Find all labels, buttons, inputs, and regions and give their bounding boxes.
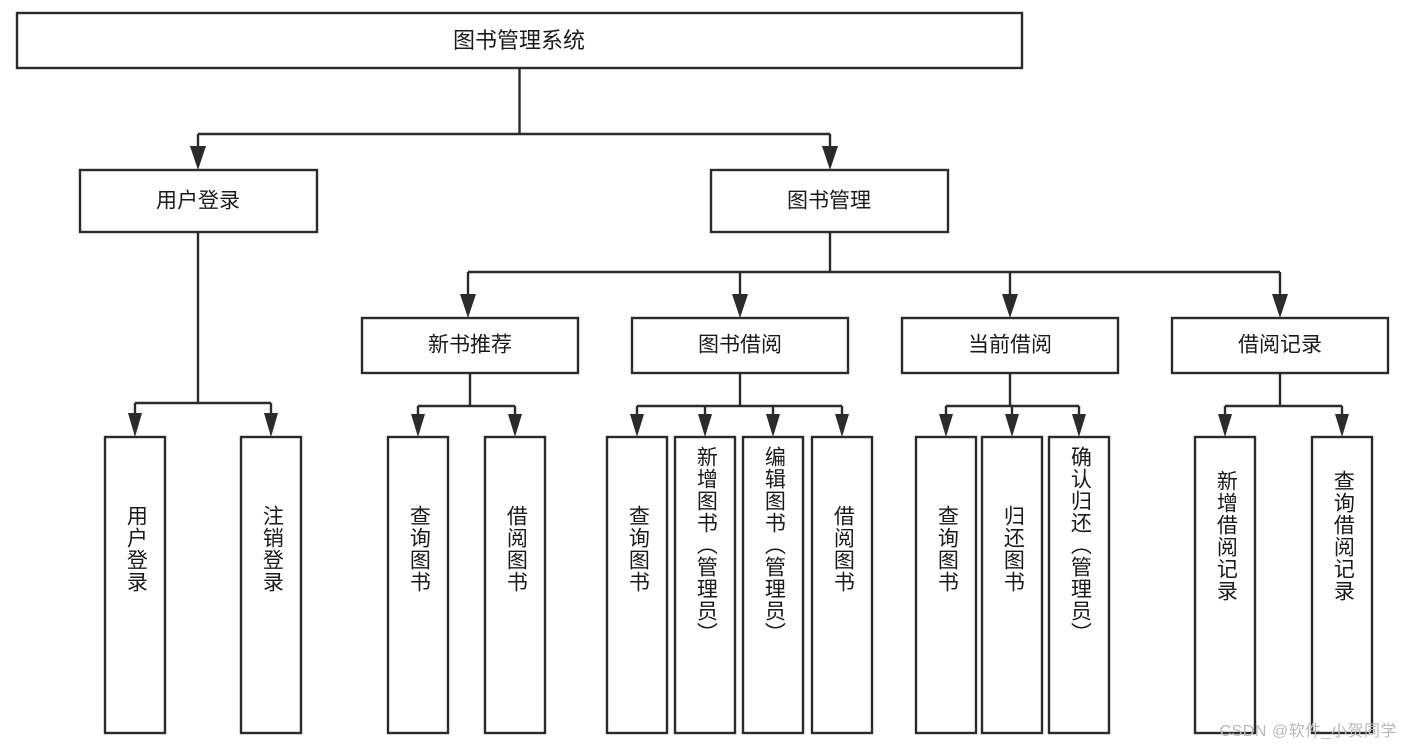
- node-new-book-recommend-box[interactable]: [360, 316, 580, 375]
- node-user-login-label: 用户登录: [156, 190, 240, 213]
- arrow-head-leaf-query-book-1: [411, 414, 425, 437]
- arrow-head-book-borrow: [732, 294, 748, 318]
- leaf-box-borrow-book-1[interactable]: [483, 435, 547, 735]
- leaf-boxes: [103, 435, 1374, 735]
- node-book-management[interactable]: 图书管理: [709, 168, 950, 234]
- leaf-box-query-borrow-record[interactable]: [1310, 435, 1374, 735]
- arrow-head-new-book-recommend: [460, 294, 476, 318]
- node-current-borrow[interactable]: 当前借阅: [900, 316, 1120, 375]
- arrow-head-leaf-query-book-2: [630, 414, 644, 437]
- node-new-book-recommend[interactable]: 新书推荐: [360, 316, 580, 375]
- arrow-head-leaf-borrow-book-1: [508, 414, 522, 437]
- node-root-label: 图书管理系统: [453, 28, 585, 53]
- leaf-box-query-book-2[interactable]: [605, 435, 669, 735]
- leaf-box-confirm-return-admin[interactable]: [1047, 435, 1111, 735]
- arrow-head-leaf-query-book-3: [939, 414, 953, 437]
- arrow-head-leaf-return-book: [1005, 414, 1019, 437]
- arrow-head-leaf-query-borrow-record: [1335, 414, 1349, 437]
- leaf-box-edit-book-admin[interactable]: [741, 435, 805, 735]
- node-current-borrow-label: 当前借阅: [968, 334, 1052, 357]
- csdn-watermark: CSDN @软件_小贺同学: [1219, 723, 1397, 740]
- edges-new-book-recommend-to-leaves: [411, 373, 522, 437]
- leaf-box-add-book-admin[interactable]: [673, 435, 737, 735]
- arrow-head-user-login: [190, 146, 206, 170]
- leaf-box-add-borrow-record[interactable]: [1193, 435, 1257, 735]
- node-borrow-record-label: 借阅记录: [1238, 334, 1322, 357]
- leaf-box-query-book-1[interactable]: [386, 435, 450, 735]
- arrow-head-leaf-borrow-book-2: [835, 414, 849, 437]
- edges-borrow-record-to-leaves: [1218, 373, 1349, 437]
- arrow-head-leaf-add-book-admin: [698, 414, 712, 437]
- node-root-box[interactable]: [15, 11, 1024, 70]
- node-book-borrow-box[interactable]: [630, 316, 850, 375]
- arrow-head-leaf-confirm-return-admin: [1072, 414, 1086, 437]
- node-book-borrow[interactable]: 图书借阅: [630, 316, 850, 375]
- node-user-login-box[interactable]: [78, 168, 319, 234]
- node-current-borrow-box[interactable]: [900, 316, 1120, 375]
- node-borrow-record[interactable]: 借阅记录: [1170, 316, 1390, 375]
- edges-book-borrow-to-leaves: [630, 373, 849, 437]
- node-book-management-box[interactable]: [709, 168, 950, 234]
- arrow-head-leaf-add-borrow-record: [1218, 414, 1232, 437]
- arrow-head-leaf-edit-book-admin: [766, 414, 780, 437]
- node-book-management-label: 图书管理: [787, 190, 871, 213]
- node-new-book-recommend-label: 新书推荐: [428, 334, 512, 357]
- arrow-head-current-borrow: [1002, 294, 1018, 318]
- node-root[interactable]: 图书管理系统: [15, 11, 1024, 70]
- edges-book-management-to-level3: [460, 232, 1288, 318]
- node-borrow-record-box[interactable]: [1170, 316, 1390, 375]
- edges-user-login-to-leaves: [128, 232, 278, 437]
- arrow-head-borrow-record: [1272, 294, 1288, 318]
- arrow-head-leaf-user-login: [128, 413, 142, 437]
- edges-root-to-level2: [190, 68, 838, 170]
- leaf-box-logout-login[interactable]: [239, 435, 303, 735]
- leaf-box-user-login[interactable]: [103, 435, 167, 735]
- edges-current-borrow-to-leaves: [939, 373, 1086, 437]
- node-user-login[interactable]: 用户登录: [78, 168, 319, 234]
- arrow-head-book-management: [822, 146, 838, 170]
- node-book-borrow-label: 图书借阅: [698, 334, 782, 357]
- arrow-head-leaf-logout-login: [264, 413, 278, 437]
- leaf-box-return-book[interactable]: [980, 435, 1044, 735]
- leaf-box-query-book-3[interactable]: [914, 435, 978, 735]
- leaf-box-borrow-book-2[interactable]: [810, 435, 874, 735]
